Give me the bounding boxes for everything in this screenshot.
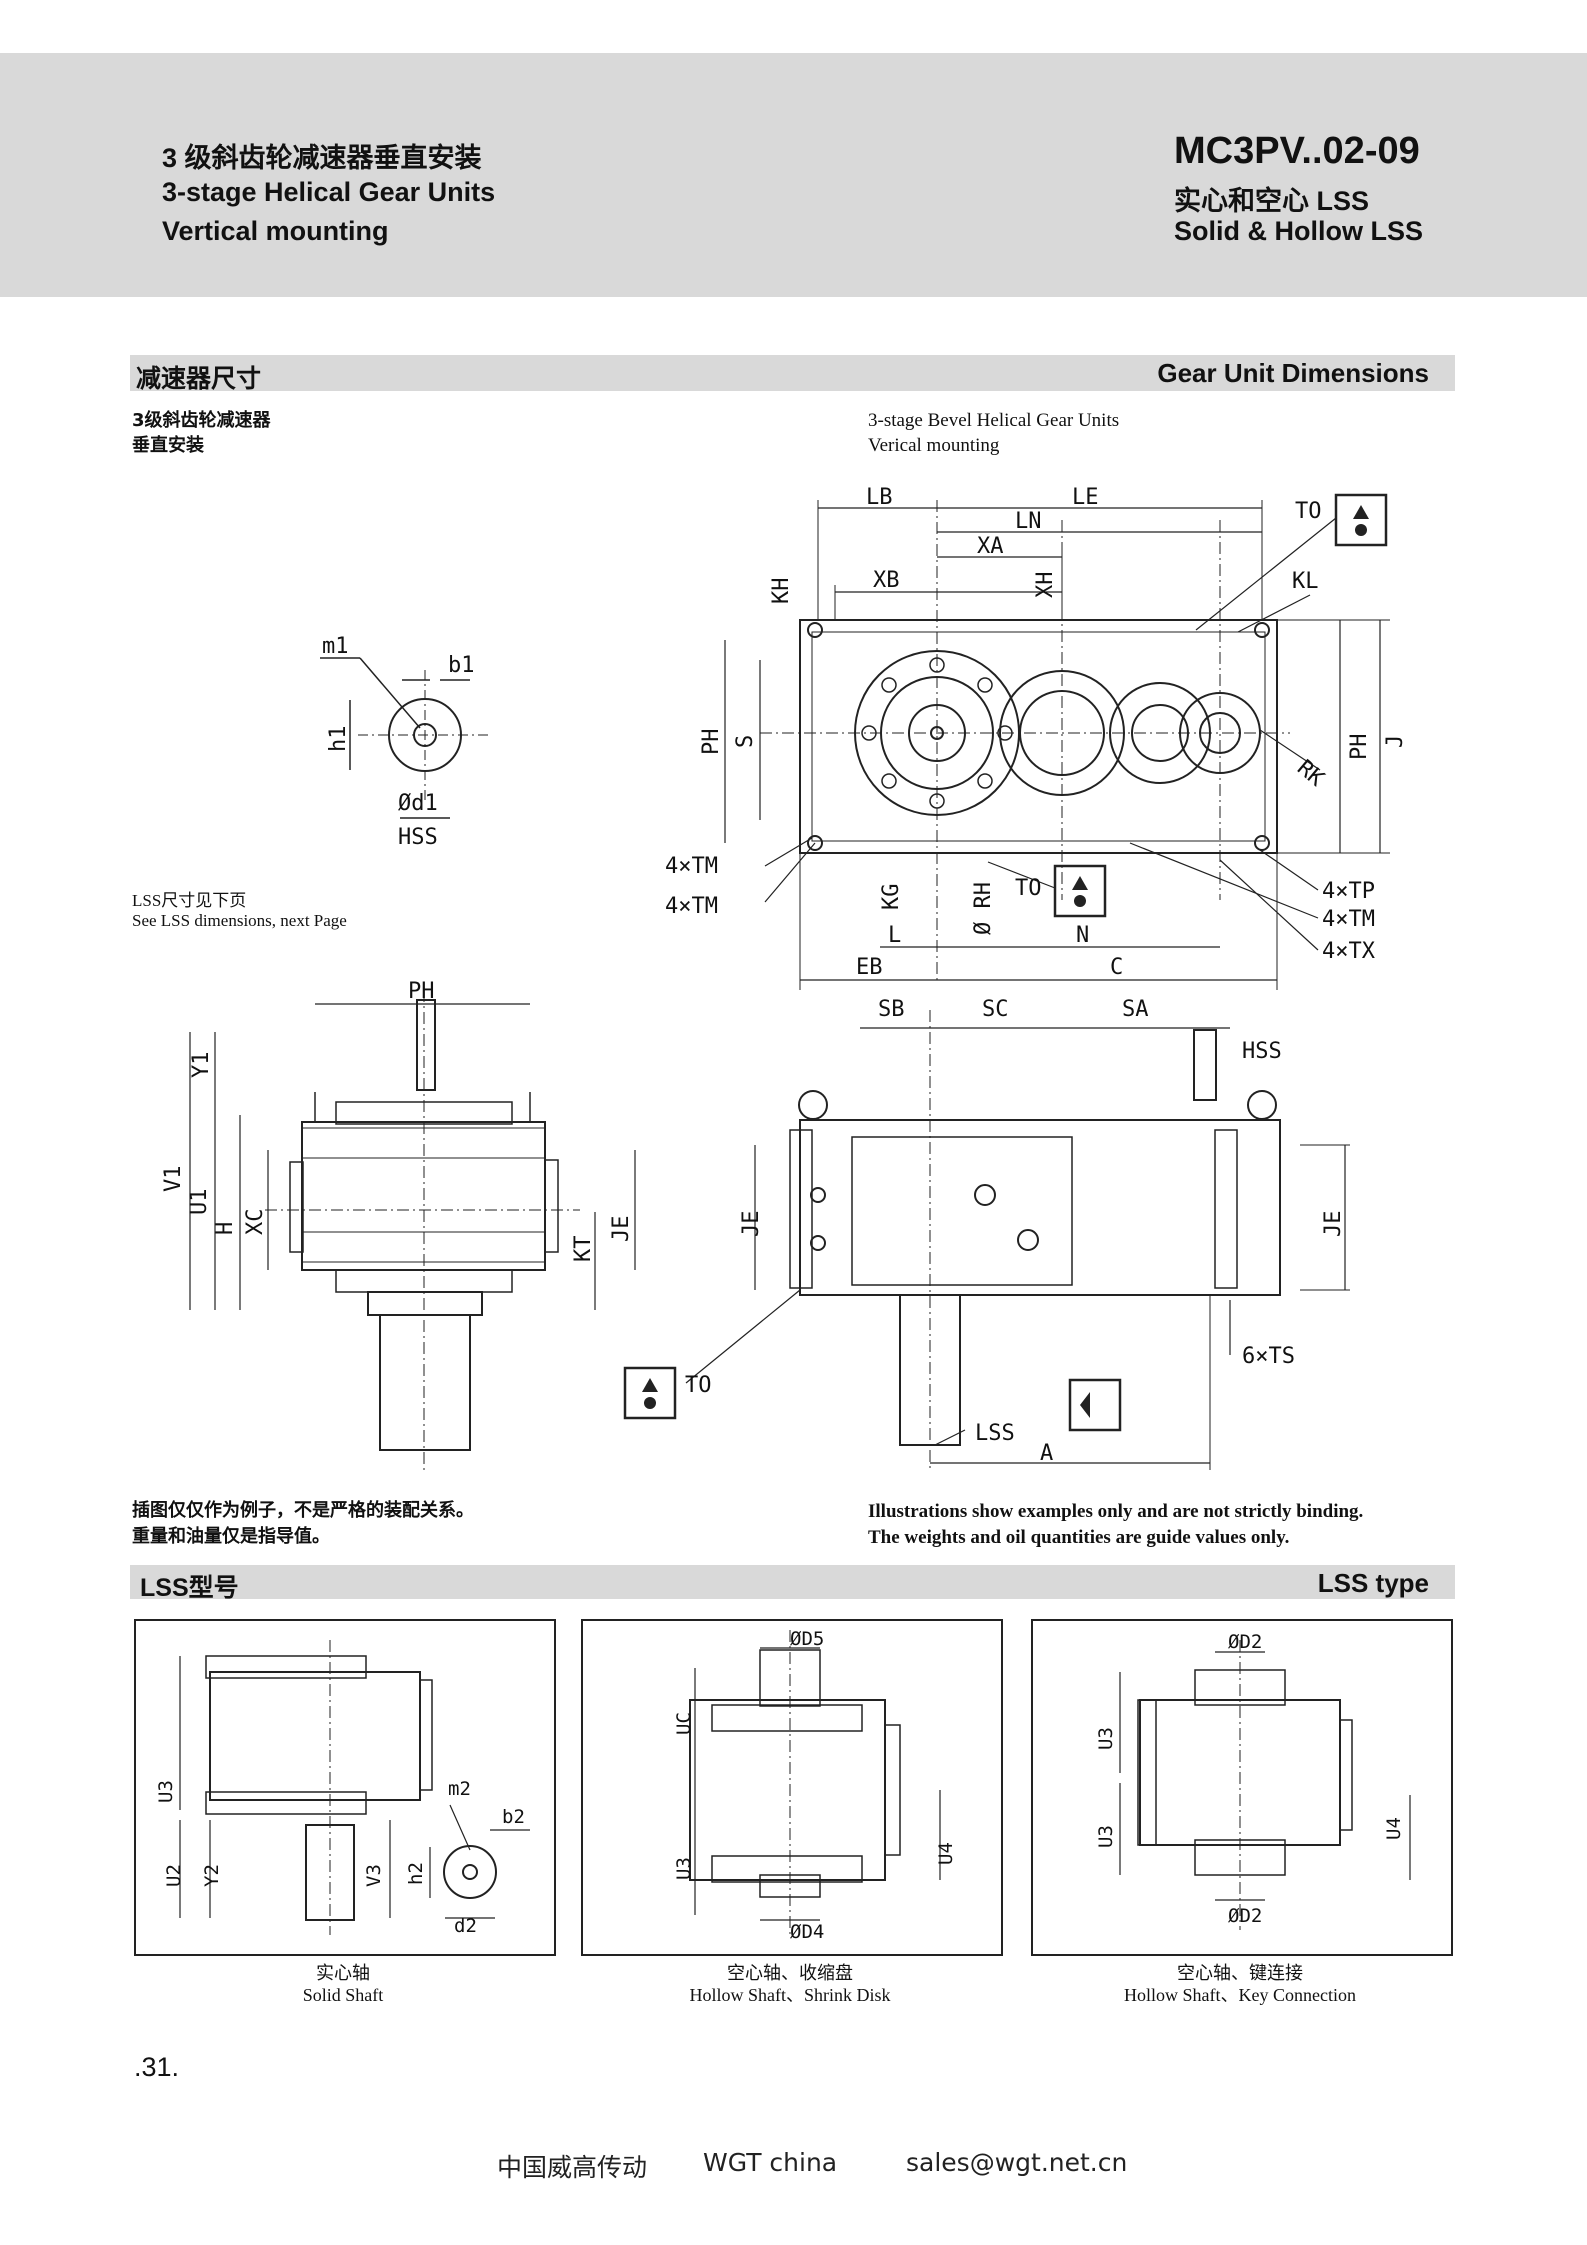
dim-m1: m1 <box>322 634 349 659</box>
dim-eb: EB <box>856 955 883 980</box>
dim-ph-right: PH <box>1347 734 1372 761</box>
oil-symbol-icon <box>642 505 1369 1418</box>
dim-n: N <box>1076 923 1089 948</box>
dim-xa: XA <box>977 534 1004 559</box>
dim-xh: XH <box>1033 572 1058 599</box>
section-bar-lss: LSS型号 LSS type <box>130 1565 1455 1602</box>
desc-cn-2: 垂直安装 <box>132 435 204 456</box>
front-view <box>623 1010 1350 1470</box>
label-hss-end: HSS <box>398 825 438 850</box>
lss-box-key <box>1031 1619 1453 1956</box>
dim-le: LE <box>1072 485 1099 510</box>
note-en-2: The weights and oil quantities are guide… <box>868 1527 1290 1548</box>
dim-kg: KG <box>879 884 904 911</box>
dim-je-right: JE <box>1321 1211 1346 1238</box>
dim-h1: h1 <box>326 726 351 753</box>
dim-rk: RK <box>1292 755 1329 792</box>
dim-kh: KH <box>769 578 794 605</box>
label-tp: 4×TP <box>1322 879 1375 904</box>
dim-ph-left: PH <box>699 729 724 756</box>
desc-cn-1: 3级斜齿轮减速器 <box>132 410 271 431</box>
gear-unit-drawings: LB LE LN XA XB XH KH TO KL PH S PH J RK … <box>161 485 1408 1470</box>
caption-shrink-en: Hollow Shaft、Shrink Disk <box>689 1985 891 2005</box>
caption-key-en: Hollow Shaft、Key Connection <box>1124 1985 1356 2005</box>
type-cn: 实心和空心 LSS <box>1174 186 1370 216</box>
dim-kl: KL <box>1292 569 1319 594</box>
dim-ln: LN <box>1015 509 1042 534</box>
note-cn-1: 插图仅仅作为例子，不是严格的装配关系。 <box>132 1500 474 1521</box>
dim-a: A <box>1040 1441 1053 1466</box>
label-hss-front: HSS <box>1242 1039 1282 1064</box>
label-tm-1: 4×TM <box>665 854 718 879</box>
footer-email[interactable]: sales@wgt.net.cn <box>906 2148 1128 2177</box>
type-en: Solid & Hollow LSS <box>1174 216 1423 246</box>
model-code: MC3PV..02-09 <box>1174 130 1420 172</box>
desc-en-2: Verical mounting <box>868 435 1000 456</box>
label-tm-3: 4×TM <box>1322 907 1375 932</box>
dim-sa: SA <box>1122 997 1149 1022</box>
dim-kt: KT <box>571 1236 596 1263</box>
header-band <box>0 53 1587 297</box>
hss-end-view <box>320 657 490 819</box>
label-lss: LSS <box>975 1421 1015 1446</box>
dim-je-side: JE <box>609 1216 634 1243</box>
title-en-1: 3-stage Helical Gear Units <box>162 177 496 207</box>
title-cn: 3 级斜齿轮减速器垂直安装 <box>162 143 482 173</box>
side-view <box>189 990 636 1470</box>
dim-c: C <box>1110 955 1123 980</box>
lss-box-solid <box>134 1619 556 1956</box>
desc-en-1: 3-stage Bevel Helical Gear Units <box>868 410 1120 431</box>
footer-company-en: WGT china <box>703 2148 838 2177</box>
label-to-bottom: TO <box>685 1373 712 1398</box>
footer-company-cn: 中国威高传动 <box>497 2153 648 2182</box>
note-cn-2: 重量和油量仅是指导值。 <box>132 1526 330 1547</box>
label-ts: 6×TS <box>1242 1344 1295 1369</box>
section-label-en: Gear Unit Dimensions <box>1157 358 1429 388</box>
dim-y1: Y1 <box>189 1052 214 1079</box>
lss-box-shrink-disk <box>581 1619 1003 1956</box>
dim-je-left: JE <box>739 1211 764 1238</box>
dim-h: H <box>213 1222 238 1235</box>
lss-note-cn: LSS尺寸见下页 <box>132 891 247 910</box>
dim-rh: Ø RH <box>971 882 996 935</box>
dim-b1: b1 <box>448 653 475 678</box>
page-number: .31. <box>134 2052 180 2082</box>
lss-note-en: See LSS dimensions, next Page <box>132 911 347 930</box>
dim-lb: LB <box>866 485 893 510</box>
dim-sb: SB <box>878 997 905 1022</box>
dim-j: J <box>1383 735 1408 748</box>
label-tx: 4×TX <box>1322 939 1376 964</box>
caption-solid-en: Solid Shaft <box>302 1985 384 2005</box>
section2-label-en: LSS type <box>1317 1568 1429 1598</box>
dim-sc: SC <box>982 997 1009 1022</box>
dim-v1: V1 <box>161 1166 186 1193</box>
dim-d1: Ød1 <box>398 791 438 816</box>
section-bar-dimensions: 减速器尺寸 Gear Unit Dimensions <box>130 355 1455 393</box>
label-to-mid: TO <box>1015 876 1042 901</box>
title-en-2: Vertical mounting <box>162 216 389 246</box>
dim-u1: U1 <box>187 1189 212 1216</box>
dim-l: L <box>888 923 901 948</box>
top-view <box>724 493 1390 990</box>
dim-xc: XC <box>243 1209 268 1236</box>
caption-key-cn: 空心轴、键连接 <box>1177 1963 1303 1983</box>
section2-label-cn: LSS型号 <box>140 1574 239 1602</box>
caption-solid-cn: 实心轴 <box>316 1963 370 1983</box>
caption-shrink-cn: 空心轴、收缩盘 <box>727 1963 853 1983</box>
note-en-1: Illustrations show examples only and are… <box>868 1501 1364 1522</box>
label-tm-2: 4×TM <box>665 894 718 919</box>
dim-s: S <box>733 735 758 748</box>
label-to-top: TO <box>1295 499 1322 524</box>
dim-xb: XB <box>873 568 900 593</box>
dim-ph-side: PH <box>408 979 435 1004</box>
section-label-cn: 减速器尺寸 <box>136 365 262 393</box>
